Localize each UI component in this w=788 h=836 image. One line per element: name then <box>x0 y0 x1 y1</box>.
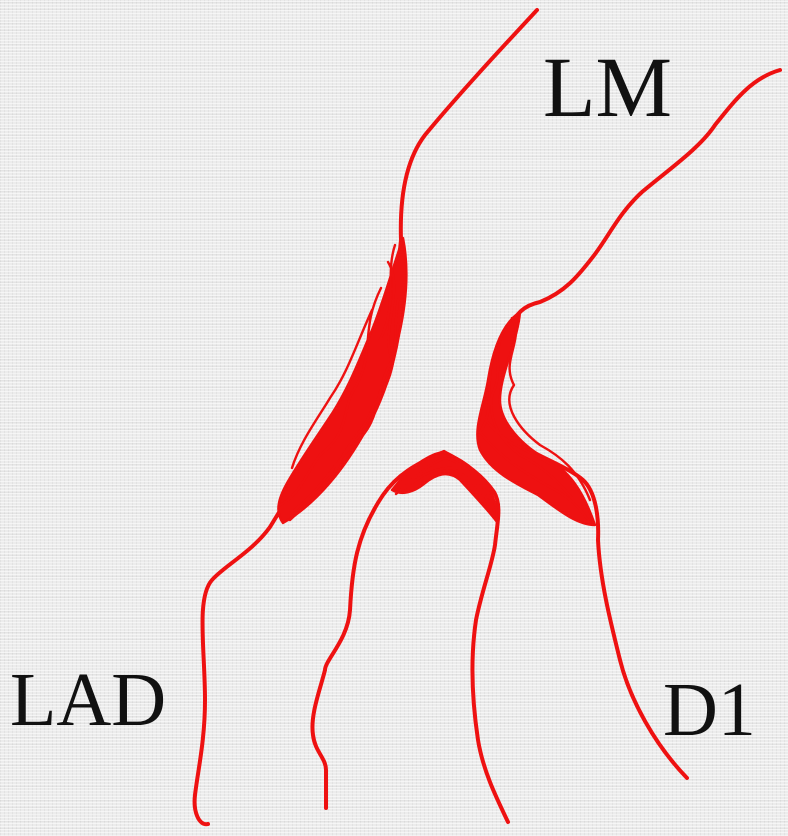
d1-inner-wall <box>444 452 508 822</box>
lm-label: LM <box>543 44 672 130</box>
carina-plaque <box>392 452 497 522</box>
plaque-deposits <box>278 238 595 525</box>
d1-label: D1 <box>663 672 756 748</box>
lad-inner-wall <box>312 452 444 808</box>
lad-label: LAD <box>10 662 166 738</box>
lad-plaque <box>278 238 406 523</box>
